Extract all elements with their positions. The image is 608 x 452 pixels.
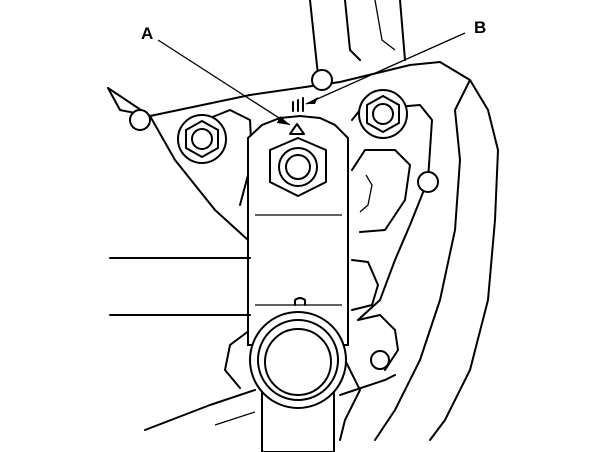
triangle-mark-icon xyxy=(289,123,305,135)
mounting-bolt-right xyxy=(358,89,408,139)
callout-label-b: B xyxy=(474,18,486,37)
mounting-bolt-left xyxy=(177,114,227,164)
tick-mark-icon xyxy=(292,97,304,112)
cap-nut xyxy=(269,136,327,198)
callout-B: B xyxy=(305,18,486,105)
engine-housing xyxy=(107,0,499,441)
dowel-pins xyxy=(129,69,439,370)
reference-lines xyxy=(109,257,251,316)
callout-label-a: A xyxy=(141,24,153,43)
callout-A: A xyxy=(141,24,291,126)
